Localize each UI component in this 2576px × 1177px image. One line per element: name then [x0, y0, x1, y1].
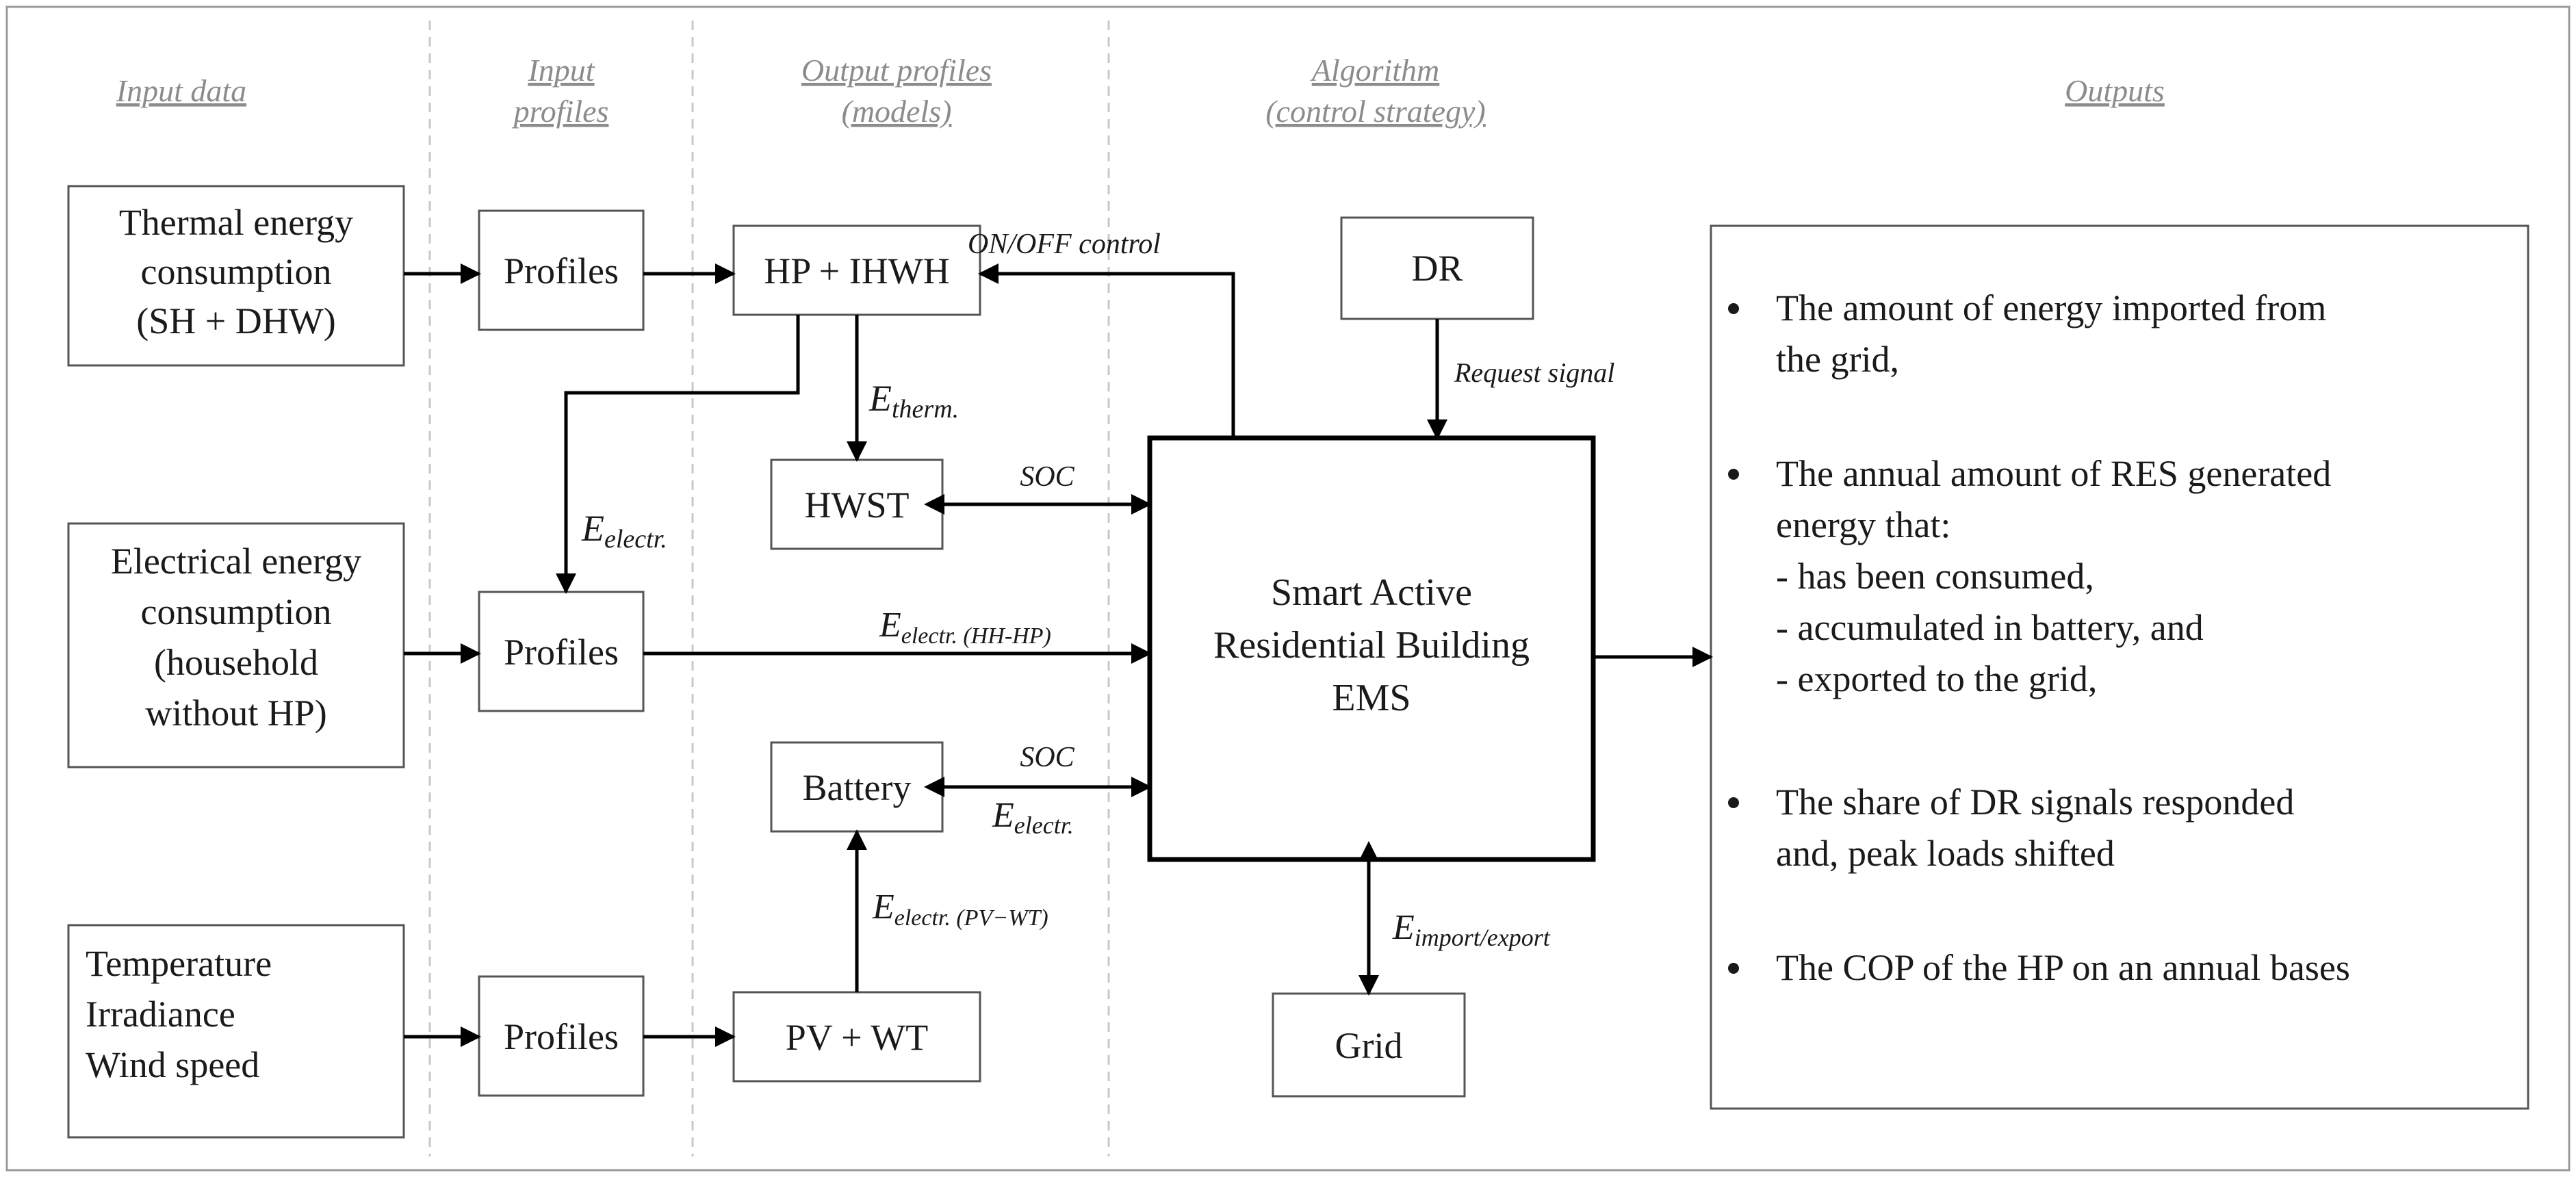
- profiles-box-1: [478, 209, 645, 331]
- input-thermal-box: [67, 185, 405, 367]
- hwst-box: [770, 458, 944, 550]
- input-thermal-line-2: consumption: [141, 251, 332, 292]
- label-e-electr-hh-sub: electr. (HH-HP): [901, 623, 1051, 649]
- input-thermal-line-3: (SH + DHW): [136, 300, 335, 341]
- pv-wt-label: PV + WT: [786, 1017, 929, 1058]
- label-e-electr-battery-main: E: [992, 796, 1014, 835]
- input-weather-line-1: Temperature: [86, 943, 272, 984]
- outer-frame: [5, 5, 2571, 1172]
- label-e-import-export-main: E: [1392, 908, 1415, 947]
- header-algorithm-2: (control strategy): [1265, 94, 1486, 129]
- output-2-line-1: The annual amount of RES generated: [1776, 453, 2331, 494]
- grid-label: Grid: [1335, 1025, 1403, 1066]
- battery-label: Battery: [803, 767, 912, 808]
- header-input-profiles-1: Input: [527, 53, 595, 88]
- header-input-profiles-2: profiles: [512, 94, 609, 129]
- label-e-import-export: Eimport/export: [1392, 908, 1551, 951]
- outputs-list: The amount of energy imported from the g…: [1728, 287, 2350, 988]
- label-e-import-export-sub: import/export: [1415, 924, 1551, 951]
- profiles-label-1: Profiles: [504, 250, 619, 292]
- input-weather-line-2: Irradiance: [86, 994, 235, 1035]
- ems-line-2: Residential Building: [1213, 624, 1530, 667]
- label-e-electr-hh-main: E: [879, 606, 901, 645]
- input-electrical-line-1: Electrical energy: [111, 541, 361, 582]
- pv-wt-box: [732, 991, 981, 1083]
- label-soc-hwst: SOC: [1020, 461, 1074, 493]
- battery-box: [770, 741, 944, 833]
- input-weather-line-3: Wind speed: [86, 1044, 259, 1085]
- output-2-line-5: - exported to the grid,: [1776, 658, 2097, 699]
- profiles-box-3: [478, 975, 645, 1097]
- label-e-electr-pvwt: Eelectr. (PV−WT): [872, 888, 1048, 931]
- header-output-profiles-1: Output profiles: [801, 53, 992, 88]
- dr-box: [1340, 216, 1534, 320]
- label-e-electr-battery: Eelectr.: [992, 796, 1074, 839]
- input-thermal-line-1: Thermal energy: [119, 202, 353, 243]
- label-e-therm-sub: therm.: [892, 395, 959, 424]
- outputs-box: [1710, 224, 2529, 1110]
- output-bullet-2: [1728, 469, 1739, 480]
- output-3-line-1: The share of DR signals responded: [1776, 781, 2294, 823]
- output-2-line-4: - accumulated in battery, and: [1776, 607, 2204, 648]
- label-e-electr-hp: Eelectr.: [581, 508, 667, 554]
- output-bullet-4: [1728, 963, 1739, 974]
- grid-box: [1272, 992, 1466, 1098]
- header-output-profiles-2: (models): [842, 94, 952, 129]
- output-2-line-2: energy that:: [1776, 504, 1950, 545]
- input-electrical-line-4: without HP): [145, 693, 327, 734]
- hp-ihwh-label: HP + IHWH: [764, 250, 949, 292]
- profiles-label-2: Profiles: [504, 632, 619, 673]
- profiles-label-3: Profiles: [504, 1016, 619, 1057]
- dr-label: DR: [1411, 248, 1463, 289]
- label-soc-battery: SOC: [1020, 742, 1074, 773]
- input-weather-box: [67, 924, 405, 1139]
- output-4-line-1: The COP of the HP on an annual bases: [1776, 947, 2350, 988]
- label-e-electr-hp-main: E: [581, 508, 604, 549]
- label-onoff-control: ON/OFF control: [968, 229, 1161, 260]
- arrow-hp-to-profiles2: [556, 315, 800, 594]
- label-e-electr-pvwt-main: E: [872, 888, 894, 927]
- output-bullet-3: [1728, 797, 1739, 808]
- label-e-therm-main: E: [868, 378, 892, 419]
- output-1-line-2: the grid,: [1776, 339, 1899, 380]
- ems-box: [1147, 435, 1596, 862]
- output-2-line-3: - has been consumed,: [1776, 556, 2094, 597]
- output-1-line-1: The amount of energy imported from: [1776, 287, 2326, 328]
- input-electrical-line-3: (household: [154, 642, 318, 683]
- output-3-line-2: and, peak loads shifted: [1776, 833, 2115, 874]
- label-e-therm: Etherm.: [868, 378, 959, 424]
- output-bullet-1: [1728, 303, 1739, 314]
- label-e-electr-battery-sub: electr.: [1014, 812, 1074, 839]
- ems-line-3: EMS: [1332, 677, 1411, 719]
- label-e-electr-pvwt-sub: electr. (PV−WT): [894, 905, 1048, 931]
- hwst-label: HWST: [805, 484, 910, 526]
- ems-line-1: Smart Active: [1271, 571, 1472, 614]
- label-e-electr-hp-sub: electr.: [604, 525, 667, 554]
- label-e-electr-hh: Eelectr. (HH-HP): [879, 606, 1051, 649]
- label-request-signal: Request signal: [1454, 357, 1614, 388]
- arrow-ems-onoff-to-hp: [978, 263, 1235, 438]
- header-algorithm-1: Algorithm: [1310, 53, 1440, 88]
- header-input-data: Input data: [116, 73, 246, 108]
- header-outputs: Outputs: [2065, 73, 2165, 108]
- input-electrical-line-2: consumption: [141, 591, 332, 632]
- input-electrical-box: [67, 522, 405, 768]
